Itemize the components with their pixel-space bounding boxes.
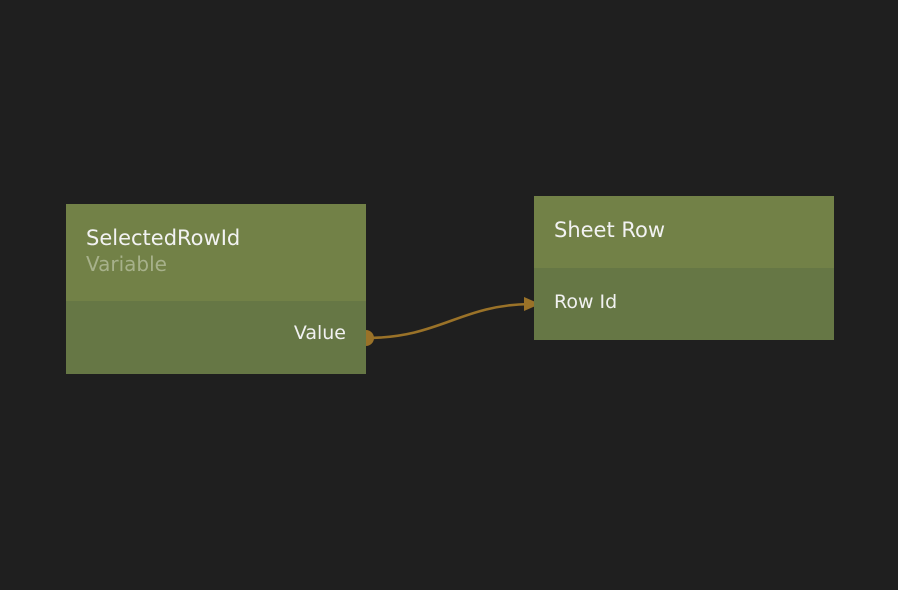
node-header[interactable]: SelectedRowId Variable	[66, 204, 366, 301]
output-port-value[interactable]: Value	[293, 322, 346, 344]
node-ports: Value	[66, 301, 366, 374]
node-title: Sheet Row	[554, 218, 666, 242]
node-sheet-row[interactable]: Sheet Row Row Id	[534, 196, 834, 340]
input-port-row-id[interactable]: Row Id	[554, 291, 618, 313]
node-ports: Row Id	[534, 268, 834, 340]
connection-wire[interactable]	[365, 302, 531, 340]
node-header[interactable]: Sheet Row	[534, 196, 834, 268]
node-selected-row-id[interactable]: SelectedRowId Variable Value	[66, 204, 366, 374]
node-title: SelectedRowId	[86, 226, 241, 250]
node-subtitle: Variable	[86, 252, 167, 276]
